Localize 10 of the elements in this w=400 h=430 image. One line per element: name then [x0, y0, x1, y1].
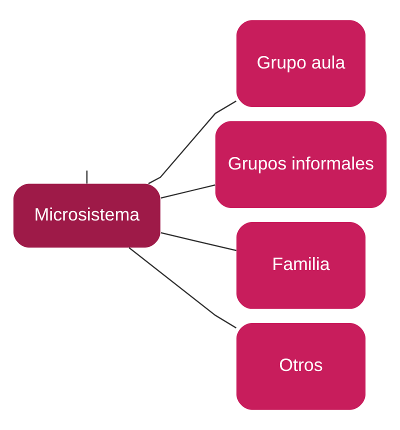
node-box: Familia [236, 222, 366, 309]
node-box: Grupos informales [215, 121, 387, 208]
connector [128, 247, 237, 328]
node-box: Microsistema [13, 184, 160, 248]
node-box: Grupo aula [236, 20, 366, 108]
connector [160, 184, 216, 199]
node-box: Otros [236, 322, 366, 410]
connector [148, 100, 236, 184]
connector [86, 170, 88, 184]
connector [160, 232, 236, 252]
